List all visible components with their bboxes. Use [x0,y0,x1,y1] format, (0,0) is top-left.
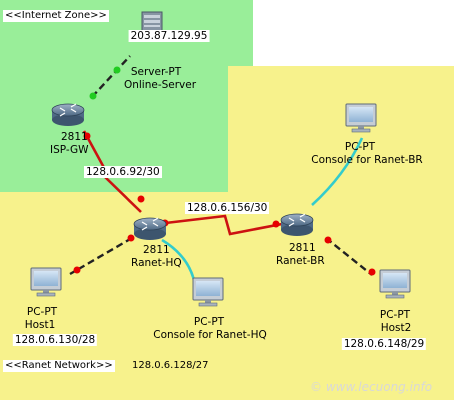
link-endpoint [324,236,332,244]
internet-zone-label: <<Internet Zone>> [3,10,109,22]
console-hq-model-label: PC-PT [193,316,225,328]
watermark: © www.lecuong.info [310,380,433,394]
link-endpoint [272,220,280,228]
router-icon[interactable] [133,217,167,240]
br-router-model-label: 2811 [289,242,316,254]
router-icon[interactable] [280,213,314,236]
console-br-name-label: Console for Ranet-BR [311,154,423,166]
server-model-label: Server-PT [130,66,182,78]
br-host2-link[interactable] [325,237,373,276]
link-endpoint [113,66,121,74]
router-icon[interactable] [51,103,85,126]
hq-br-serial-link[interactable] [156,214,283,236]
host2-ip-label: 128.0.6.148/29 [341,338,427,350]
host1-ip-label: 128.0.6.130/28 [12,334,98,346]
pc-icon[interactable] [192,277,224,307]
pc-icon[interactable] [379,269,411,299]
host1-model-label: PC-PT [26,306,58,318]
internet-zone [0,0,228,192]
server-name-label: Online-Server [123,79,197,91]
isp-router-model-label: 2811 [61,131,88,143]
link-endpoint [368,268,376,276]
server-isp-link[interactable] [91,55,131,98]
br-router-name-label: Ranet-BR [276,255,325,267]
ranet-zone-label: <<Ranet Network>> [3,360,115,372]
server-ip-label: 203.87.129.95 [128,30,210,42]
pc-icon[interactable] [30,267,62,297]
hq-router-model-label: 2811 [143,244,170,256]
host2-name-label: Host2 [380,322,412,334]
pc-icon[interactable] [345,103,377,133]
link-endpoint [83,132,91,140]
hq-router-name-label: Ranet-HQ [131,257,182,269]
host1-name-label: Host1 [24,319,56,331]
isp-router-name-label: ISP-GW [50,144,89,156]
hq-host1-link[interactable] [69,236,133,276]
link-endpoint [73,266,81,274]
ranet-zone-subnet: 128.0.6.128/27 [132,360,209,371]
link-endpoint [137,195,145,203]
link-endpoint [127,234,135,242]
link-endpoint [89,92,97,100]
console-hq-name-label: Console for Ranet-HQ [153,329,267,341]
isp-hq-link-label: 128.0.6.92/30 [84,166,162,178]
hq-br-link-label: 128.0.6.156/30 [185,202,270,214]
br-console-link[interactable] [311,137,364,206]
host2-model-label: PC-PT [379,309,411,321]
console-br-model-label: PC-PT [344,141,376,153]
internet-zone-tail [228,0,253,66]
